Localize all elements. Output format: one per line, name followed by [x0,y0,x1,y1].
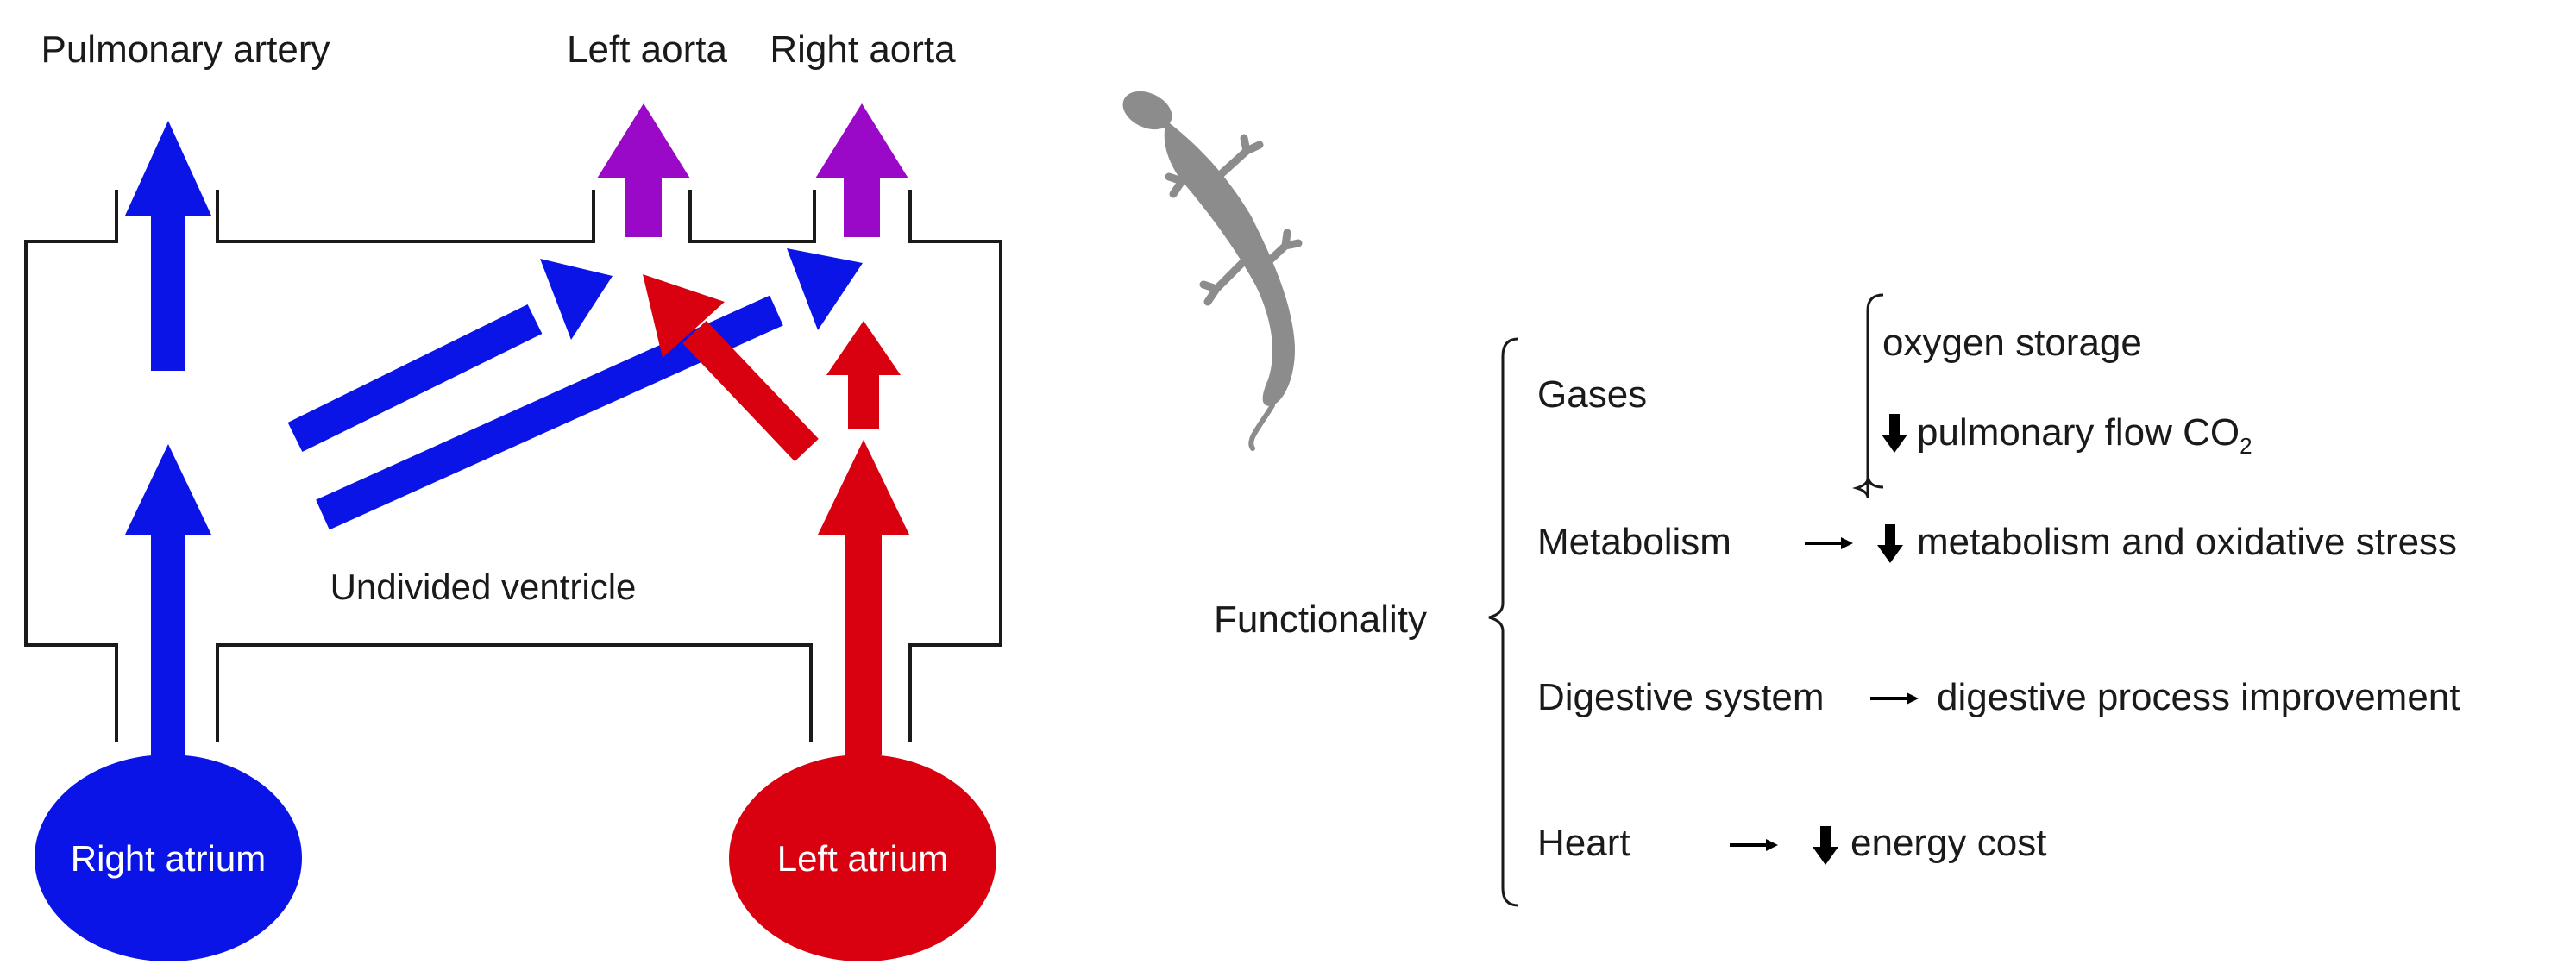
right-atrium-shape [35,755,302,961]
pulmonary-flow-prefix: pulmonary flow CO [1917,411,2240,454]
metabolism-label: Metabolism [1537,521,1731,563]
co2-subscript: 2 [2240,433,2252,459]
right-arrow-icon [1870,692,1919,705]
right-arrow-icon [1805,537,1853,549]
oxygenated-to-right-aorta-arrow [826,321,901,429]
ventricle-outline [24,190,1002,742]
right-atrium-label: Right atrium [71,838,266,879]
undivided-ventricle-label: Undivided ventricle [330,567,637,607]
oxygen-storage-text: oxygen storage [1882,322,2142,364]
digestive-effect-text: digestive process improvement [1937,676,2460,718]
right-aorta-label: Right aorta [770,28,956,71]
digestive-system-label: Digestive system [1537,676,1825,718]
left-aorta-outflow-arrow [597,103,690,237]
right-arrow-icon [1730,839,1778,851]
left-atrium-label: Left atrium [777,838,948,879]
pulmonary-flow-upper-arrow [125,121,211,371]
functionality-label: Functionality [1214,598,1427,641]
pulmonary-artery-label: Pulmonary artery [41,28,330,71]
right-atrium-to-ventricle-arrow [125,444,211,755]
functionality-bracket [1488,337,1519,907]
oxygenated-to-left-aorta-arrow [643,274,819,462]
down-arrow-icon [1882,414,1907,453]
right-aorta-outflow-arrow [815,103,908,237]
down-arrow-icon [1877,524,1903,563]
pulmonary-flow-text: pulmonary flow CO2 [1917,411,2252,459]
left-atrium-shape [729,755,996,961]
left-atrium-to-ventricle-arrow [818,440,909,755]
gases-bracket [1851,293,1884,498]
gases-label: Gases [1537,373,1647,416]
heart-label: Heart [1537,822,1630,864]
metabolism-effect-text: metabolism and oxidative stress [1917,521,2457,563]
heart-effect-text: energy cost [1850,822,2046,864]
left-aorta-label: Left aorta [567,28,727,71]
down-arrow-icon [1813,826,1838,865]
lizard-icon [1122,91,1303,451]
deoxygenated-to-left-aorta-arrow [287,259,613,453]
